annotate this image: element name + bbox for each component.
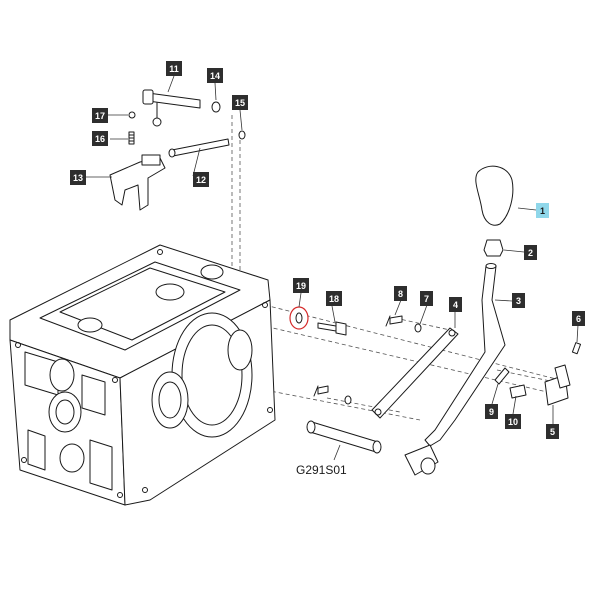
middle-parts	[289, 306, 382, 454]
callout-label: 14	[210, 71, 220, 81]
callout-label: 17	[95, 111, 105, 121]
callout-label: 8	[398, 289, 403, 299]
callout-label: 3	[516, 296, 521, 306]
callout-tag-18[interactable]: 18	[326, 291, 342, 306]
transmission-housing	[9, 244, 276, 506]
callout-tag-19[interactable]: 19	[293, 278, 309, 293]
assembly-guide-lines	[231, 115, 561, 421]
callout-tag-5[interactable]: 5	[546, 424, 559, 439]
callout-label: 9	[489, 407, 494, 417]
callout-label: 11	[169, 64, 179, 74]
callout-label: 13	[73, 173, 83, 183]
callout-tag-14[interactable]: 14	[207, 68, 223, 83]
callout-label: 4	[453, 300, 458, 310]
callout-tag-9[interactable]: 9	[485, 404, 498, 419]
callout-label: 2	[528, 248, 533, 258]
callout-tag-8[interactable]: 8	[394, 286, 407, 301]
leader-lines	[86, 75, 579, 461]
callout-label: 7	[424, 294, 429, 304]
callout-label: 10	[508, 417, 518, 427]
callout-label: 5	[550, 427, 555, 437]
callout-tag-3[interactable]: 3	[512, 293, 525, 308]
callout-label: 16	[95, 134, 105, 144]
callout-label: 6	[576, 314, 581, 324]
callout-tag-4[interactable]: 4	[449, 297, 462, 312]
callout-tag-15[interactable]: 15	[232, 95, 248, 110]
drawing-code: G291S01	[296, 463, 347, 477]
callout-label: 19	[296, 281, 306, 291]
callout-tag-17[interactable]: 17	[92, 108, 108, 123]
callout-tag-10[interactable]: 10	[505, 414, 521, 429]
callout-tag-12[interactable]: 12	[193, 172, 209, 187]
callout-label: 1	[540, 206, 545, 216]
callout-tag-7[interactable]: 7	[420, 291, 433, 306]
callout-label: 18	[329, 294, 339, 304]
callout-tag-2[interactable]: 2	[524, 245, 537, 260]
shift-lever-parts	[371, 165, 582, 476]
callout-tag-11[interactable]: 11	[166, 61, 182, 76]
callout-tag-16[interactable]: 16	[92, 131, 108, 146]
callout-label: 12	[196, 175, 206, 185]
upper-shift-parts	[109, 89, 246, 211]
callout-label: 15	[235, 98, 245, 108]
callout-tag-6[interactable]: 6	[572, 311, 585, 326]
callout-tag-13[interactable]: 13	[70, 170, 86, 185]
callout-tag-1[interactable]: 1	[536, 203, 549, 218]
